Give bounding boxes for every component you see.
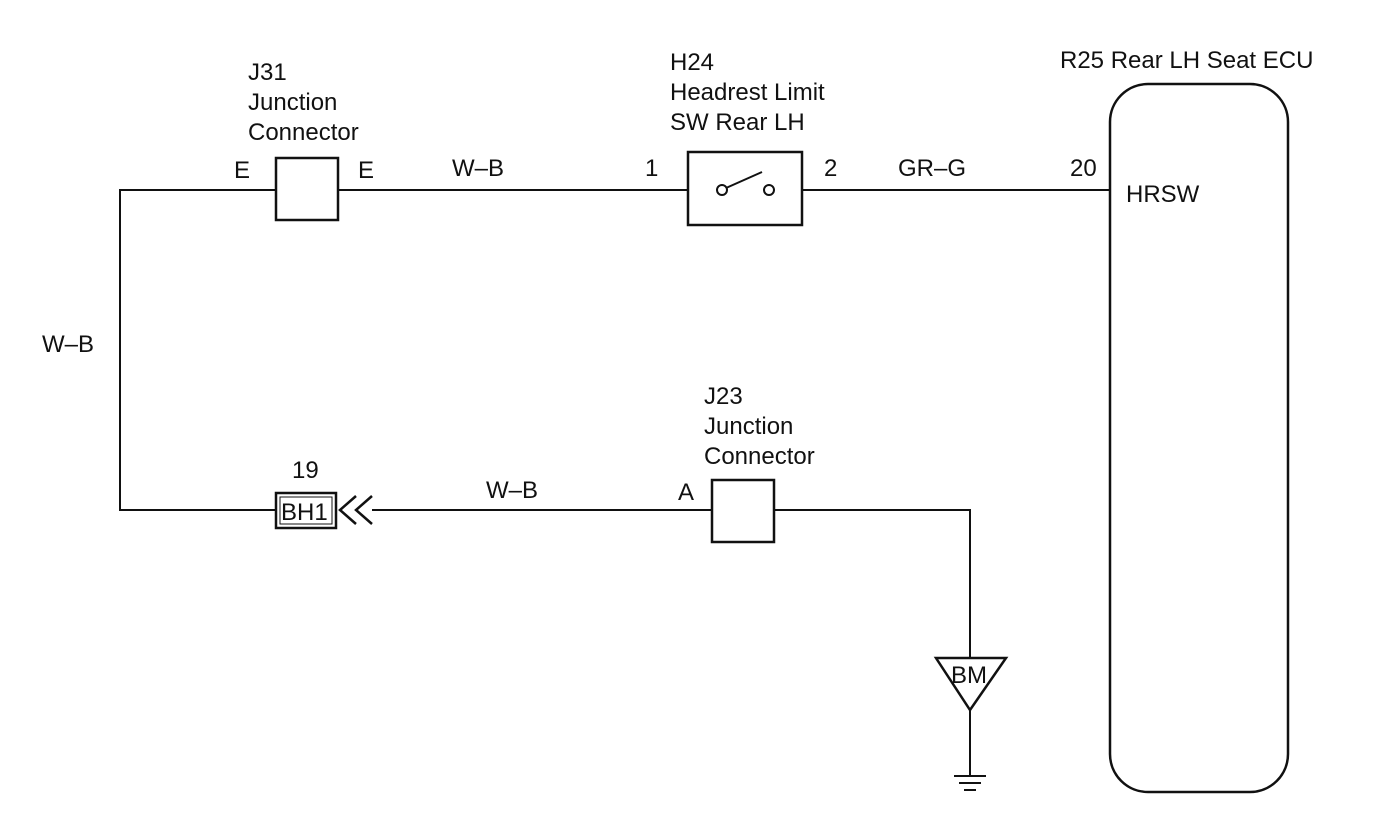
j23-junction-connector: J23 Junction Connector A — [678, 383, 815, 544]
h24-box — [686, 150, 804, 227]
j31-code: J31 — [248, 59, 287, 86]
j31-box — [274, 156, 340, 222]
j31-junction-connector: J31 Junction Connector E E — [234, 59, 374, 222]
ecu-pin-number: 20 — [1070, 155, 1097, 182]
ground-point-bm: BM — [933, 656, 1009, 791]
h24-line1: Headrest Limit — [670, 79, 825, 106]
connector-chevron-icon — [338, 495, 373, 525]
j31-pin-right: E — [358, 157, 374, 184]
bh1-box — [274, 491, 338, 530]
r25-seat-ecu: R25 Rear LH Seat ECU 20 HRSW — [1060, 47, 1313, 794]
wire-left-loop — [119, 189, 276, 511]
ground-triangle — [933, 656, 1009, 713]
wire-label-bottom: W–B — [486, 477, 538, 504]
ecu-title: R25 Rear LH Seat ECU — [1060, 47, 1313, 74]
switch-icon — [716, 171, 775, 196]
j23-code: J23 — [704, 383, 743, 410]
bh1-pin: 19 — [292, 457, 319, 484]
wire-label-left: W–B — [42, 331, 94, 358]
j31-line2: Connector — [248, 119, 359, 146]
h24-code: H24 — [670, 49, 714, 76]
bh1-code: BH1 — [281, 499, 328, 526]
wire-label-top-left: W–B — [452, 155, 504, 182]
ground-code: BM — [951, 662, 987, 689]
ecu-pin-name: HRSW — [1126, 181, 1200, 208]
j23-line2: Connector — [704, 443, 815, 470]
bh1-inner-border — [279, 496, 333, 525]
j23-line1: Junction — [704, 413, 793, 440]
j31-pin-left: E — [234, 157, 250, 184]
ground-icon — [954, 775, 986, 791]
h24-pin-right: 2 — [824, 155, 837, 182]
h24-pin-left: 1 — [645, 155, 658, 182]
j23-box — [710, 478, 776, 544]
j31-line1: Junction — [248, 89, 337, 116]
bh1-connector: BH1 19 — [274, 457, 373, 530]
wire-label-top-right: GR–G — [898, 155, 966, 182]
j23-pin: A — [678, 479, 694, 506]
h24-line2: SW Rear LH — [670, 109, 805, 136]
wire-j23-to-ground — [774, 509, 971, 658]
wires — [119, 189, 1110, 775]
ecu-box — [1108, 82, 1290, 794]
h24-headrest-limit-switch: H24 Headrest Limit SW Rear LH 1 2 — [645, 49, 837, 227]
